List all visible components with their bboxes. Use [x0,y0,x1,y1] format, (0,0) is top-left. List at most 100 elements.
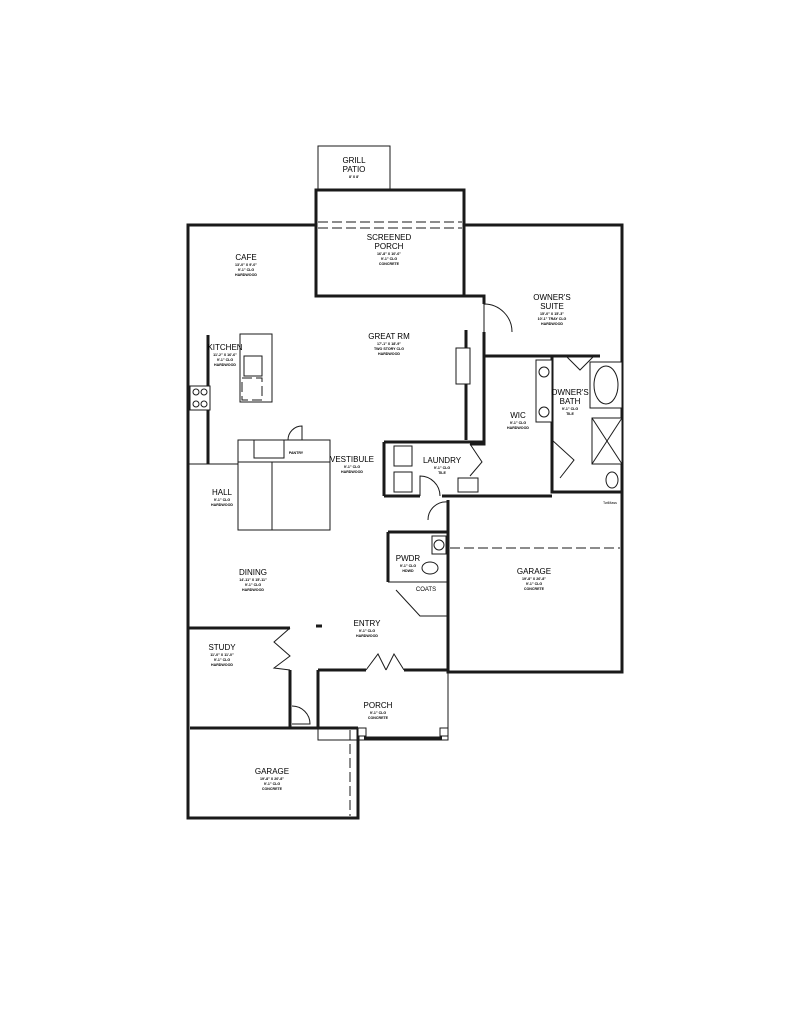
room-name: PWDR [396,554,421,563]
room-detail: CONCRETE [524,587,545,591]
room-detail: HARDWOOD [214,363,236,367]
fixtures [189,333,623,575]
room-label-vestibule: VESTIBULE 9'-1" CLG HARDWOOD [330,455,374,474]
cooktop-burner-1 [192,388,200,396]
room-detail: CONCRETE [262,787,283,791]
room-name: DINING [239,568,267,577]
room-label-wic: WIC 9'-1" CLG HARDWOOD [507,411,529,430]
room-name: COATS [416,587,436,593]
room-detail: 9'-1" CLG [381,257,398,261]
room-detail: 15'-0" X 15'-3" [540,312,564,316]
cooktop-burner-2 [200,388,208,396]
room-detail: 14'-11" X 15'-11" [239,578,267,582]
room-label-kitchen: KITCHEN 11'-2" X 16'-6" 9'-1" CLG HARDWO… [207,343,242,367]
room-name: PATIO [343,165,366,174]
room-detail: HARDWOOD [507,426,529,430]
room-name: GREAT RM [368,332,410,341]
room-detail: 16'-8" X 10'-6" [377,252,401,256]
room-detail: TWO STORY CLG [374,347,404,351]
room-detail: 9'-1" CLG [562,407,579,411]
room-detail: 17'-1" X 18'-9" [377,342,401,346]
pwdr-toilet [421,561,439,575]
room-name: CAFE [235,253,256,262]
room-detail: 9'-1" CLG [238,268,255,272]
porch-column-left [357,727,367,737]
room-label-study: STUDY 11'-0" X 11'-0" 9'-1" CLG HARDWOOD [208,643,236,667]
room-label-garage-main: GARAGE 19'-8" X 26'-8" 9'-1" CLG CONCRET… [517,567,551,591]
room-label-entry: ENTRY 9'-1" CLG HARDWOOD [354,619,382,638]
room-label-great-rm: GREAT RM 17'-1" X 18'-9" TWO STORY CLG H… [368,332,410,356]
room-detail: HARDWOOD [341,470,363,474]
room-detail: 11'-2" X 16'-6" [213,353,237,357]
door-great-rm-to-suite [483,303,513,333]
room-detail: 13'-0" X 9'-0" [235,263,257,267]
room-label-owners-bath: OWNER'S BATH 9'-1" CLG TILE [551,388,589,416]
bath-basin-2 [538,406,550,418]
door-study-closet [291,705,311,725]
room-label-cafe: CAFE 13'-0" X 9'-0" 9'-1" CLG HARDWOOD [235,253,257,277]
door-laundry [419,475,441,497]
room-detail: TILE [438,471,446,475]
room-name: GRILL [342,156,366,165]
coats-diag [395,589,448,617]
room-detail: 9'-1" CLG [245,583,262,587]
room-name: PANTRY [289,451,304,455]
room-name: GARAGE [517,567,551,576]
room-detail: 19'-8" X 26'-8" [522,577,546,581]
cooktop-burner-3 [192,400,200,408]
room-name: WIC [510,411,526,420]
laundry-sink [457,477,479,493]
room-detail: HARDWOOD [356,634,378,638]
room-detail: HARDWOOD [541,322,563,326]
room-name: SCREENED [367,233,412,242]
screened-porch-wall [314,188,466,298]
room-name: OWNER'S [551,388,589,397]
room-detail: 9'-1" CLG [344,465,361,469]
room-detail: 9'-1" CLG [359,629,376,633]
kitchen-range [189,385,211,411]
room-label-porch: PORCH 9'-1" CLG CONCRETE [364,701,393,720]
room-name: VESTIBULE [330,455,374,464]
room-label-grill-patio: GRILL PATIO 8' X 8' [342,156,366,179]
room-detail: 9'-1" CLG [217,358,234,362]
bath-tub [593,365,619,405]
dryer [393,471,413,493]
door-suite-closet [565,355,595,371]
room-detail: CONCRETE [368,716,389,720]
room-label-garage-front: GARAGE 19'-8" X 20'-8" 9'-1" CLG CONCRET… [255,767,289,791]
room-name: ENTRY [354,619,382,628]
porch-column-right [439,727,449,737]
bath-vanity [535,359,553,423]
great-rm-east-wall [464,294,486,304]
room-label-hall: HALL 9'-1" CLG HARDWOOD [211,488,233,507]
room-detail: 9'-1" CLG [264,782,281,786]
room-detail: HARDWOOD [211,503,233,507]
room-detail: 9'-1" CLG [370,711,387,715]
door-owners-bath [551,439,575,479]
washer [393,445,413,467]
room-label-owners-suite: OWNER'S SUITE 15'-0" X 15'-3" 10'-1" TRA… [533,293,571,326]
grill-patio-outline [317,145,391,190]
bath-toilet [605,471,619,489]
room-name: STUDY [208,643,236,652]
pantry-box [253,439,285,459]
door-pantry [287,425,303,441]
room-label-pantry: PANTRY [289,451,304,455]
kitchen-sink [243,355,263,377]
room-detail: 8' X 8' [349,175,359,179]
pwdr-basin [433,539,445,551]
wic-walls [470,356,486,446]
room-detail: HARDWOOD [378,352,400,356]
room-label-pwdr: PWDR 9'-1" CLG HDWD [396,554,421,573]
room-name: SUITE [540,302,564,311]
room-label-coats: COATS [416,587,436,593]
room-detail: HDWD [402,569,414,573]
door-wic [469,443,483,477]
room-detail: HARDWOOD [211,663,233,667]
bath-shower-x2 [591,417,623,465]
room-name: HALL [212,488,233,497]
room-detail: 9'-1" CLG [434,466,451,470]
room-label-screened-porch: SCREENED PORCH 16'-8" X 10'-6" 9'-1" CLG… [367,233,412,266]
room-detail: 11'-0" X 11'-0" [210,653,234,657]
